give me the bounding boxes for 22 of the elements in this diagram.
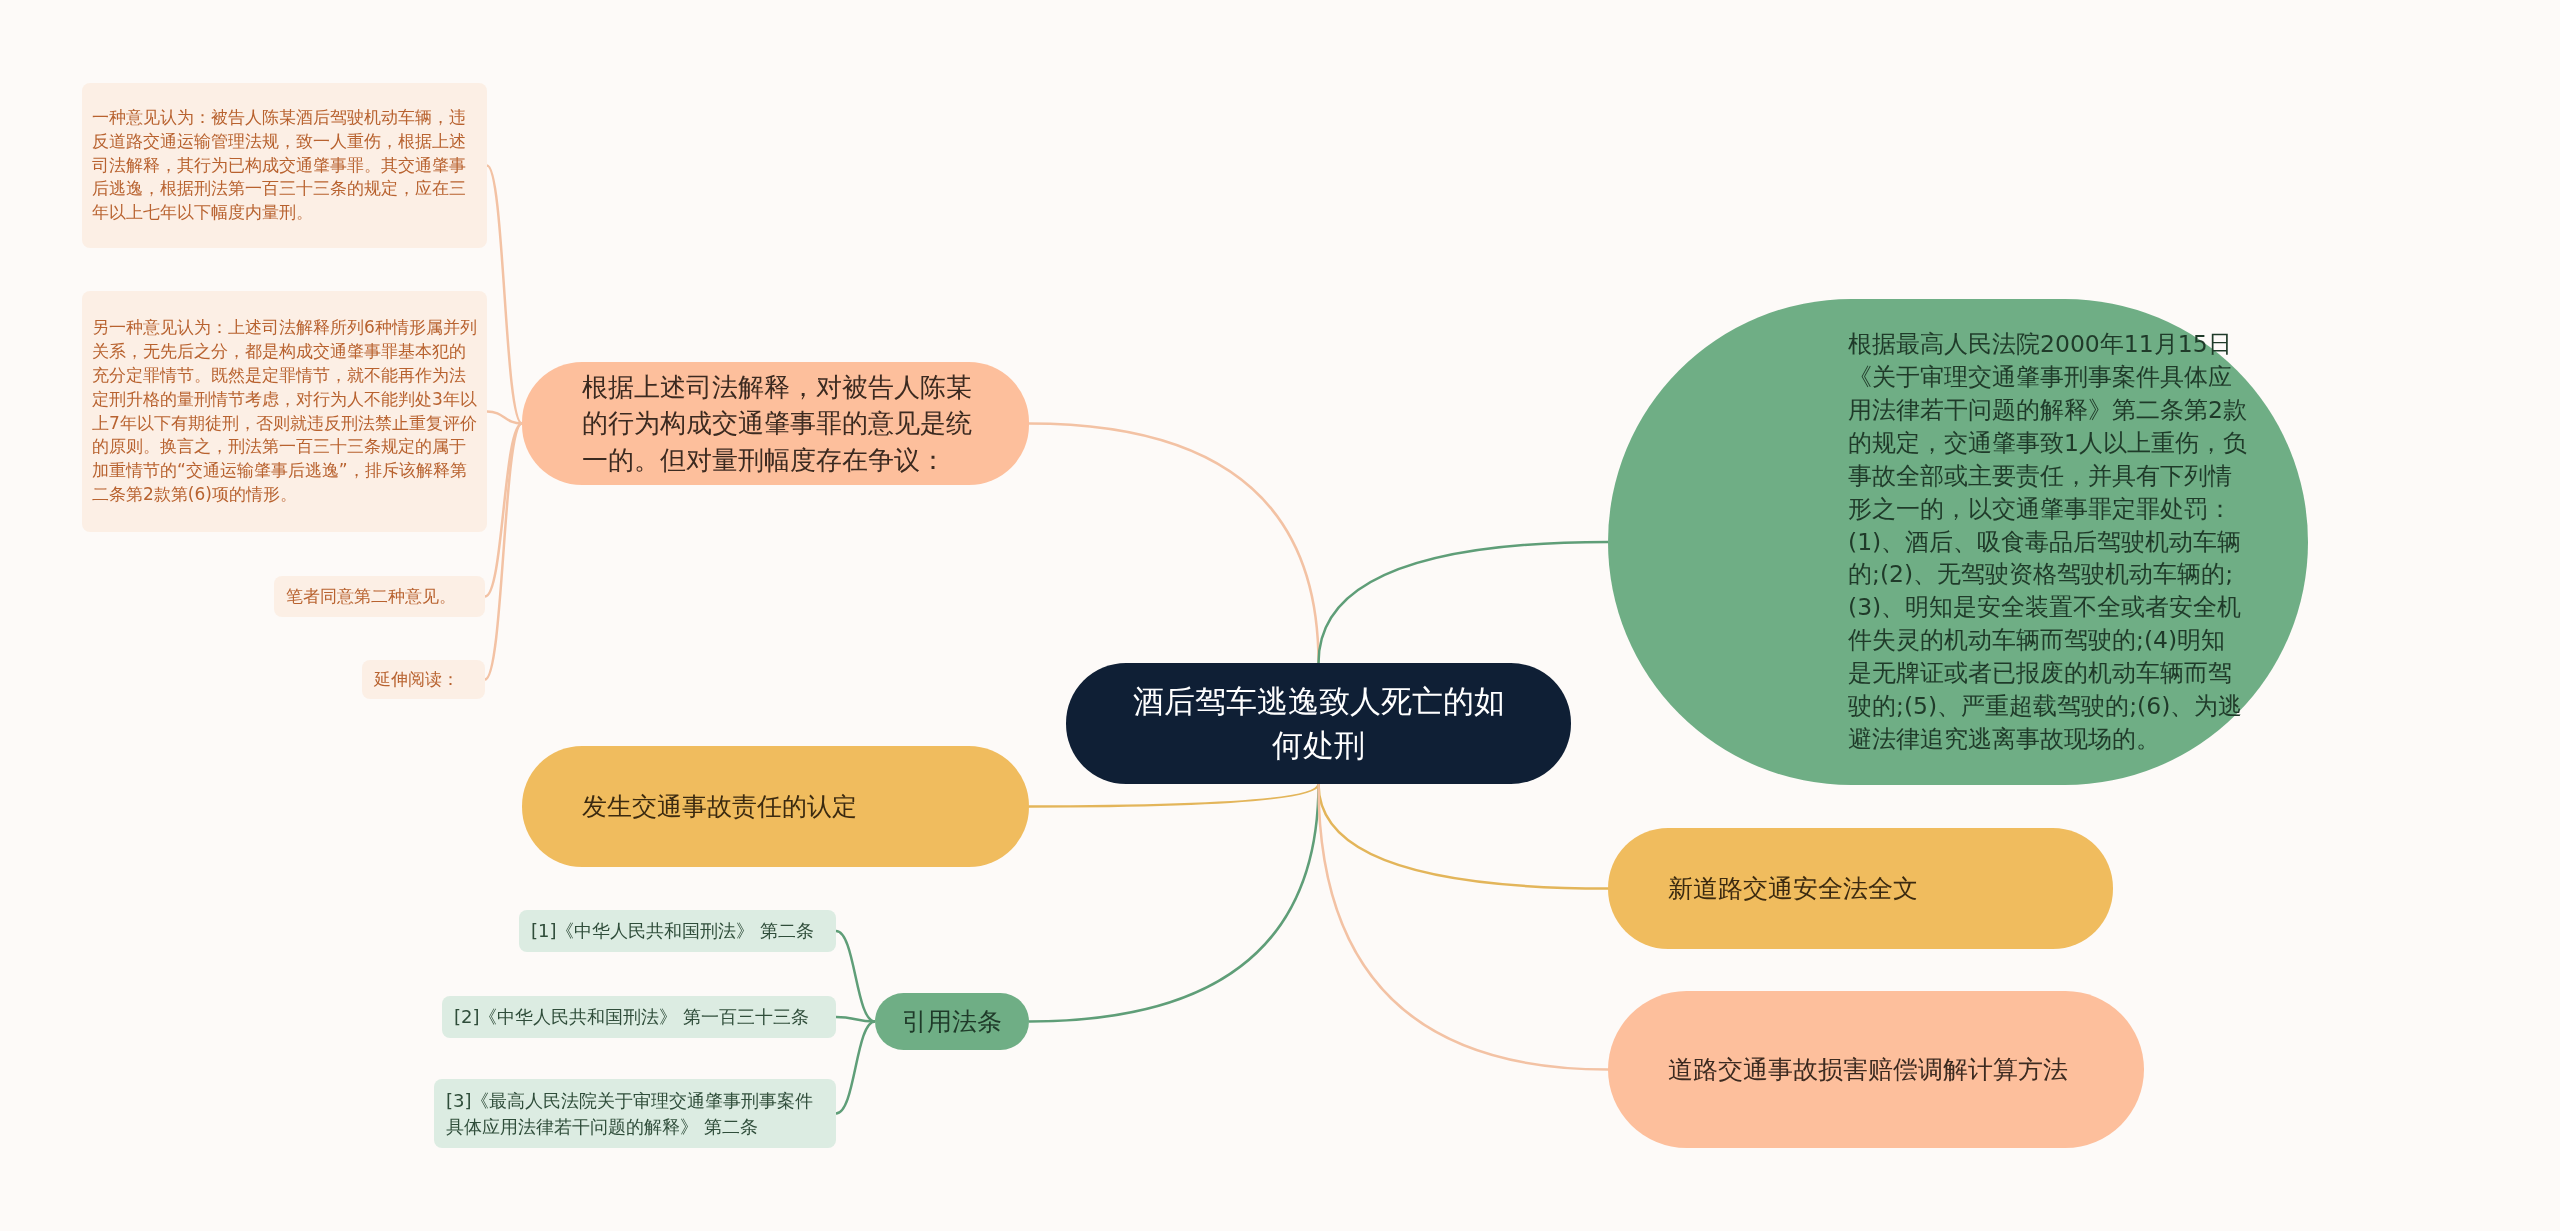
connector-line — [486, 410, 523, 425]
branch-box: 根据最高人民法院2000年11月15日《关于审理交通肇事刑事案件具体应用法律若干问题的解释》第二条第2款的规定，交通肇事致1人以上重伤，负事故全部或主要责任，并具有下列情形之一的，以交通肇事罪定罪处罚：(1)、酒后、吸食毒品后驾驶机动车辆的;(2)、无驾驶资格驾驶机动车辆的;(3)、明知是安全装置不全或者安全机件失灵的机动车辆而驾驶的;(4)明知是无牌证或者已报废的机动车辆而驾驶的;(5)、严重超载驾驶的;(6)、为逃避法律追究逃离事故现场的。 — [1608, 299, 2308, 785]
note-box: 延伸阅读： — [362, 660, 485, 699]
connector-line — [484, 422, 523, 681]
branch-box: 新道路交通安全法全文 — [1608, 828, 2113, 949]
reference-box: [3]《最高人民法院关于审理交通肇事刑事案件具体应用法律若干问题的解释》 第二条 — [434, 1079, 836, 1148]
note-box: 一种意见认为：被告人陈某酒后驾驶机动车辆，违反道路交通运输管理法规，致一人重伤，根据上述司法解释，其行为已构成交通肇事罪。其交通肇事后逃逸，根据刑法第一百三十三条的规定，应在三年以上七年以下幅度内量刑。 — [82, 83, 487, 248]
branch-box: 道路交通事故损害赔偿调解计算方法 — [1608, 991, 2144, 1148]
note-box: 笔者同意第二种意见。 — [274, 576, 485, 617]
reference-box: [2]《中华人民共和国刑法》 第一百三十三条 — [442, 996, 836, 1038]
reference-box: [1]《中华人民共和国刑法》 第二条 — [519, 910, 836, 952]
connector-line — [1029, 783, 1320, 808]
connector-line — [1317, 783, 1609, 1071]
branch-box: 引用法条 — [875, 993, 1029, 1050]
branch-box: 发生交通事故责任的认定 — [522, 746, 1029, 867]
connector-line — [835, 1020, 876, 1115]
note-box: 另一种意见认为：上述司法解释所列6种情形属并列关系，无先后之分，都是构成交通肇事罪基本犯的充分定罪情节。既然是定罪情节，就不能再作为法定刑升格的量刑情节考虑，对行为人不能判处3年以上7年以下有期徒刑，否则就违反刑法禁止重复评价的原则。换言之，刑法第一百三十三条规定的属于加重情节的“交通运输肇事后逃逸”，排斥该解释第二条第2款第(6)项的情形。 — [82, 291, 487, 532]
connector-line — [484, 422, 523, 598]
branch-box: 根据上述司法解释，对被告人陈某的行为构成交通肇事罪的意见是统一的。但对量刑幅度存在争议： — [522, 362, 1029, 485]
central-topic: 酒后驾车逃逸致人死亡的如何处刑 — [1066, 663, 1571, 784]
connector-line — [1317, 540, 1609, 664]
connector-line — [486, 164, 523, 425]
